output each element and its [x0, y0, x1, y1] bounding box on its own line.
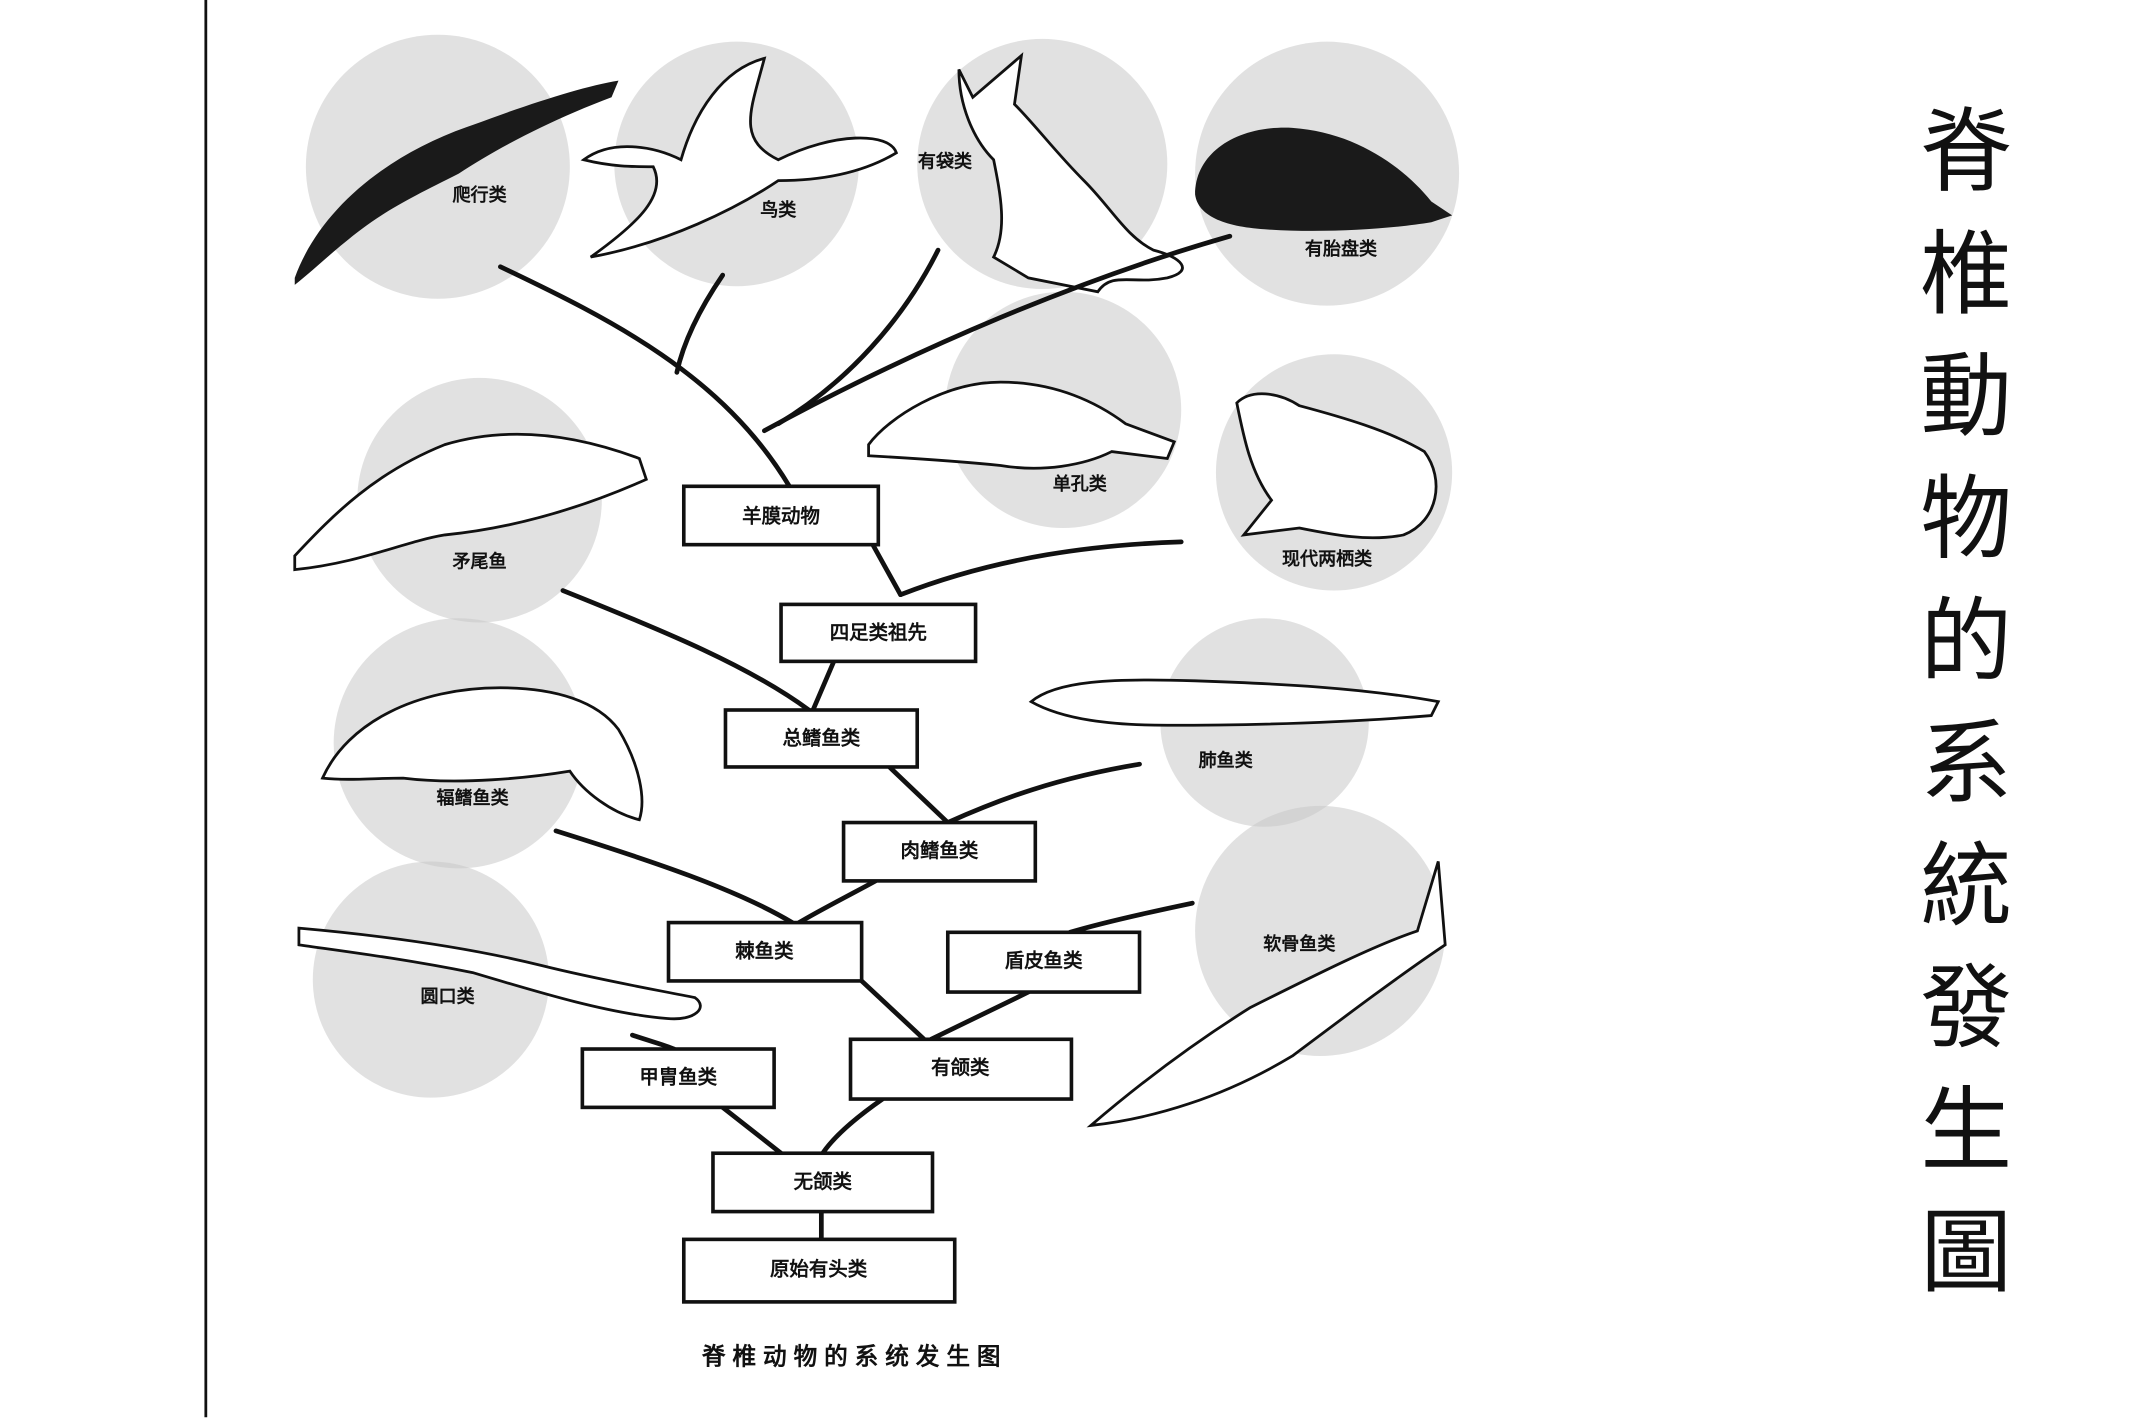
- node-label: 四足类祖先: [830, 621, 927, 644]
- node-label: 原始有头类: [770, 1257, 868, 1280]
- node-primitive-craniata: 原始有头类: [681, 1237, 957, 1304]
- label-cyclostomes: 圆口类: [421, 986, 476, 1008]
- node-label: 无颌类: [794, 1170, 853, 1193]
- node-label: 总鳍鱼类: [782, 727, 860, 750]
- sturgeon-icon: [1086, 861, 1447, 1128]
- node-acanthodii: 棘鱼类: [666, 920, 864, 983]
- label-placentals: 有胎盘类: [1305, 238, 1378, 260]
- title-char: 系: [1920, 710, 2012, 817]
- vertical-title: 脊 椎 動 物 的 系 統 發 生 圖: [1920, 99, 2012, 1306]
- title-char: 統: [1920, 832, 2012, 939]
- label-modern-amphibians: 现代两栖类: [1282, 548, 1373, 570]
- carp-icon: [320, 686, 644, 822]
- label-birds: 鸟类: [760, 199, 797, 221]
- node-amniota: 羊膜动物: [681, 484, 881, 547]
- hedgehog-icon: [1195, 127, 1453, 231]
- bird-icon: [580, 56, 899, 259]
- lungfish-icon: [1028, 678, 1441, 727]
- node-label: 肉鳍鱼类: [901, 839, 979, 862]
- label-reptiles: 爬行类: [452, 184, 507, 206]
- node-ostracodermi: 甲胄鱼类: [580, 1047, 776, 1110]
- cyclostome-circle: [312, 861, 550, 1098]
- node-label: 羊膜动物: [742, 504, 820, 527]
- chondrichthyes-circle: [1195, 805, 1446, 1056]
- title-char: 脊: [1920, 99, 2012, 206]
- crocodile-icon: [294, 80, 619, 285]
- coelacanth-icon: [293, 432, 648, 572]
- node-sarcopterygii: 肉鳍鱼类: [841, 820, 1038, 883]
- title-char: 椎: [1920, 221, 2012, 328]
- platypus-icon: [867, 380, 1177, 470]
- label-ray-finned-fish: 辐鳍鱼类: [437, 787, 510, 809]
- node-tetrapod-ancestor: 四足类祖先: [779, 602, 978, 664]
- node-agnatha: 无颌类: [711, 1151, 935, 1214]
- title-char: 圖: [1920, 1199, 2012, 1306]
- tree-branches: [498, 233, 1233, 1242]
- label-cartilaginous-fish: 软骨鱼类: [1263, 933, 1336, 955]
- title-char: 的: [1920, 588, 2012, 695]
- kangaroo-icon: [957, 52, 1184, 294]
- node-label: 盾皮鱼类: [1005, 949, 1083, 972]
- node-label: 棘鱼类: [735, 939, 794, 962]
- node-label: 甲胄鱼类: [639, 1066, 717, 1089]
- title-char: 物: [1920, 466, 2012, 573]
- title-char: 生: [1920, 1077, 2012, 1184]
- frog-icon: [1235, 392, 1438, 540]
- label-coelacanth: 矛尾鱼: [451, 551, 506, 573]
- title-char: 動: [1920, 343, 2012, 450]
- node-label: 有颌类: [931, 1056, 990, 1079]
- node-gnathostomata: 有颌类: [848, 1037, 1074, 1101]
- node-boxes: 羊膜动物 四足类祖先 总鳍鱼类 肉鳍鱼类 棘鱼类 盾皮鱼类 甲胄鱼类 有颌类 无…: [580, 484, 1142, 1304]
- node-crossopterygii: 总鳍鱼类: [723, 708, 920, 769]
- title-char: 發: [1920, 955, 2012, 1062]
- lamprey-icon: [297, 926, 702, 1021]
- animal-illustrations: [293, 52, 1453, 1128]
- label-lungfish: 肺鱼类: [1199, 749, 1254, 771]
- node-placodermi: 盾皮鱼类: [945, 930, 1142, 994]
- animal-labels: 爬行类 鸟类 有袋类 有胎盘类 单孔类 矛尾鱼 现代两栖类 辐鳍鱼类 肺鱼类 圆…: [421, 151, 1379, 1008]
- label-marsupials: 有袋类: [918, 151, 973, 173]
- figure-caption: 脊椎动物的系统发生图: [701, 1342, 1008, 1370]
- label-monotremes: 单孔类: [1053, 473, 1108, 495]
